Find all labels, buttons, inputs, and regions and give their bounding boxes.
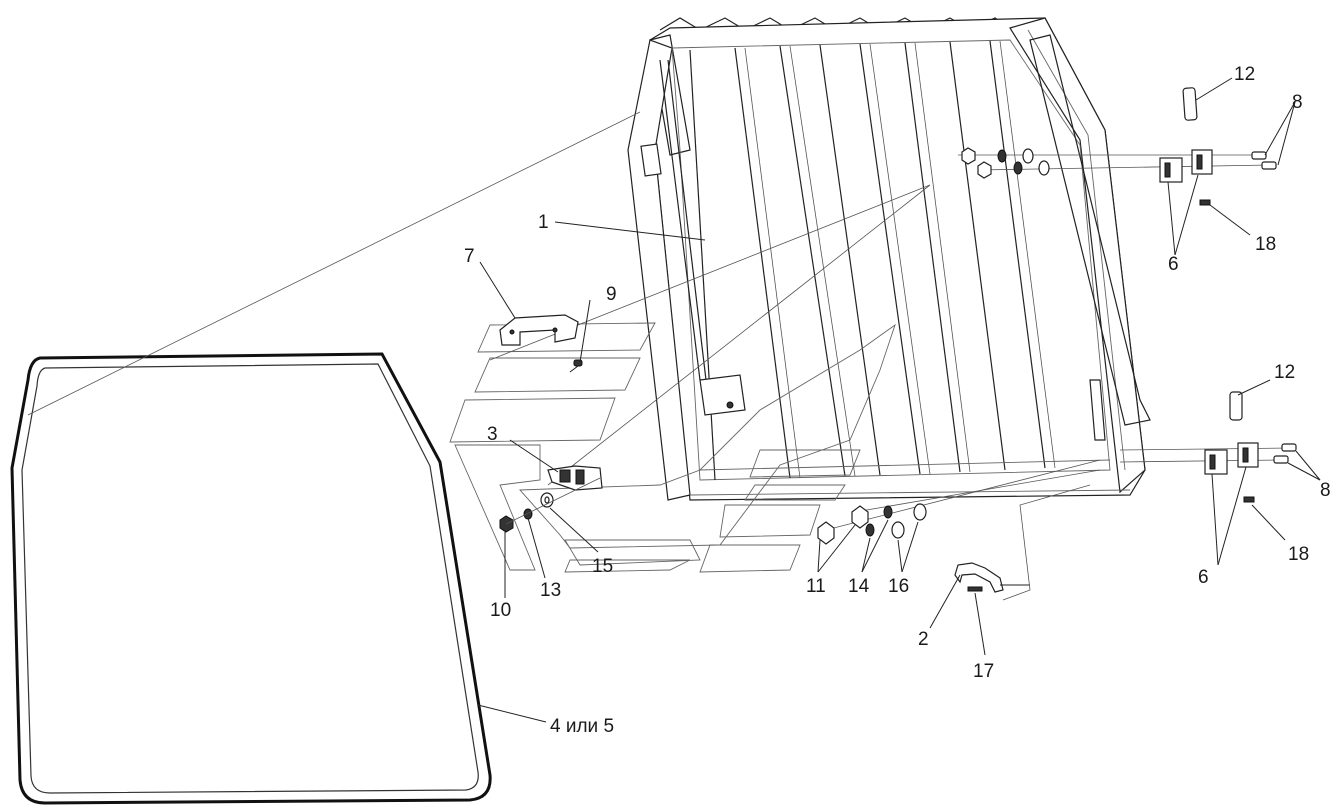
pin-part-17: [967, 586, 983, 592]
frame-hole-strip: [659, 59, 707, 381]
fastener-row-top: [958, 147, 1271, 179]
door-frame-part-1: [627, 17, 1151, 501]
handle-part-7: [499, 314, 579, 346]
callout-18-top: 18: [1255, 234, 1276, 255]
callout-13: 13: [540, 580, 561, 601]
callout-2: 2: [918, 629, 929, 650]
callout-3: 3: [487, 424, 498, 445]
stay-rod-part-2: [954, 484, 1091, 601]
callout-12-top: 12: [1234, 64, 1255, 85]
frame-inner-panel: [671, 39, 1111, 481]
glass-seal-part-4-or-5: [10, 352, 492, 805]
callout-8-top: 8: [1292, 92, 1303, 113]
callout-15: 15: [592, 556, 613, 577]
callout-1: 1: [538, 212, 549, 233]
callout-16: 16: [888, 576, 909, 597]
washer-part-13: [523, 508, 533, 520]
projection-outlines: [449, 322, 896, 573]
callout-leaders: [477, 77, 1321, 723]
callout-8-bottom: 8: [1320, 480, 1331, 501]
latch-part-3: [547, 465, 603, 491]
callout-14: 14: [848, 576, 870, 597]
frame-vertical-ribs: [689, 40, 1056, 481]
callout-9: 9: [606, 284, 617, 305]
callout-10: 10: [490, 600, 511, 621]
callout-17: 17: [973, 661, 994, 682]
callout-4-or-5: 4 или 5: [550, 716, 614, 737]
callout-6-top: 6: [1168, 254, 1179, 275]
hinge-top: [1159, 87, 1277, 206]
callout-6-bottom: 6: [1198, 567, 1209, 588]
washer-part-15: [540, 492, 554, 508]
hinge-bottom: [1119, 391, 1297, 503]
callout-7: 7: [464, 246, 475, 267]
fastener-row-bottom: [817, 459, 1101, 545]
callout-11: 11: [806, 576, 826, 597]
callout-18-bottom: 18: [1288, 544, 1309, 565]
callout-labels: 1 7 9 3 15 13 10 11 14 16 2 17 12 8 18 6…: [464, 64, 1331, 737]
frame-right-post: [1009, 17, 1146, 494]
callout-12-bottom: 12: [1274, 362, 1295, 383]
